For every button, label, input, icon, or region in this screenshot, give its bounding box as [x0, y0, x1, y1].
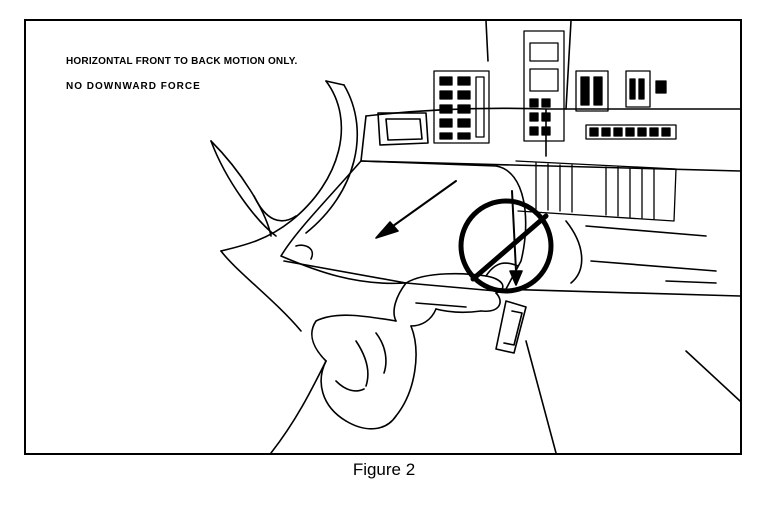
mounting-bracket: [495, 300, 527, 354]
left-control-cluster: [433, 70, 490, 144]
center-control-stack: [523, 30, 565, 142]
figure-caption: Figure 2: [352, 460, 416, 479]
sleeve: [270, 314, 417, 453]
air-vent: [515, 160, 677, 222]
dashboard-illustration: [210, 21, 740, 453]
steering-wheel: [210, 80, 358, 252]
display-window: [377, 112, 429, 146]
steering-column: [210, 140, 302, 332]
prohibited-symbol-icon: [458, 190, 554, 294]
figure-frame: HORIZONTAL FRONT TO BACK MOTION ONLY. NO…: [24, 19, 742, 455]
instruction-line-1: HORIZONTAL FRONT TO BACK MOTION ONLY.: [66, 56, 298, 67]
hand: [393, 262, 519, 327]
right-control-panel: [575, 70, 677, 140]
instruction-line-2: NO DOWNWARD FORCE: [66, 81, 201, 92]
pull-direction-arrow-icon: [375, 180, 457, 239]
lower-dashboard: [360, 160, 740, 453]
